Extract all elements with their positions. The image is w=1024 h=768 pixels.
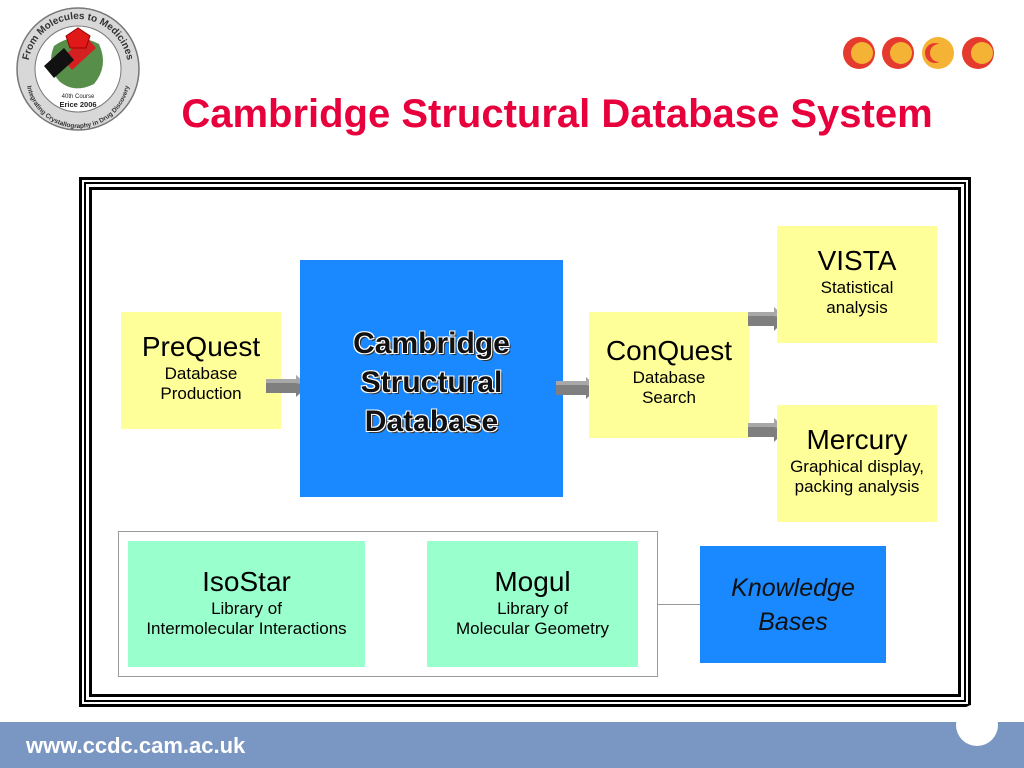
conquest-box: ConQuest Database Search xyxy=(589,312,749,438)
knowledge-bases-box: Knowledge Bases xyxy=(700,546,886,663)
footer-url[interactable]: www.ccdc.cam.ac.uk xyxy=(26,733,246,758)
isostar-desc-line1: Library of xyxy=(211,598,282,618)
csd-line2: Structural xyxy=(360,366,503,399)
gem-shape xyxy=(65,27,91,49)
arrow-right-icon xyxy=(266,375,308,397)
knowledge-bases-line1: Knowledge xyxy=(731,574,855,602)
conquest-name: ConQuest xyxy=(605,335,733,366)
logo-place-text: Erice 2006 xyxy=(59,100,96,109)
isostar-box: IsoStar Library of Intermolecular Intera… xyxy=(128,541,365,667)
ccdc-logo-circles-icon xyxy=(843,37,994,69)
knowledge-bases-connector xyxy=(658,604,700,605)
footer-bar xyxy=(0,722,1024,768)
mogul-name: Mogul xyxy=(494,566,571,597)
vista-box: VISTA Statistical analysis xyxy=(777,226,937,343)
mercury-desc-line2: packing analysis xyxy=(794,476,920,496)
arrow-right-icon xyxy=(556,377,598,399)
conquest-desc-line1: Database xyxy=(632,367,706,387)
prequest-name: PreQuest xyxy=(141,331,261,362)
knowledge-bases-line2: Bases xyxy=(758,607,828,636)
mercury-desc-line1: Graphical display, xyxy=(790,456,924,476)
footer-circle-decoration xyxy=(956,704,998,746)
capsule-shape xyxy=(44,48,74,78)
csd-line1: Cambridge xyxy=(353,327,510,360)
prequest-desc-line2: Production xyxy=(160,383,242,403)
arrow-right-icon xyxy=(748,418,786,442)
prequest-box: PreQuest Database Production xyxy=(121,312,281,429)
mogul-box: Mogul Library of Molecular Geometry xyxy=(427,541,638,667)
prequest-desc-line1: Database xyxy=(164,363,238,383)
mercury-box: Mercury Graphical display, packing analy… xyxy=(777,405,937,522)
csd-line3: Database xyxy=(364,405,499,438)
diagram-frame-inner xyxy=(89,187,961,697)
course-logo: From Molecules to Medicines Integrating … xyxy=(16,7,140,131)
arrow-right-icon xyxy=(748,307,786,331)
mogul-desc-line2: Molecular Geometry xyxy=(455,618,610,638)
vista-name: VISTA xyxy=(817,245,897,276)
diagram-frame-outer xyxy=(79,177,971,707)
mercury-name: Mercury xyxy=(806,424,908,455)
vista-desc-line2: analysis xyxy=(826,297,888,317)
csd-box: Cambridge Structural Database xyxy=(300,260,563,497)
page-title: Cambridge Structural Database System xyxy=(181,92,933,136)
vista-desc-line1: Statistical xyxy=(820,277,894,297)
mogul-desc-line1: Library of xyxy=(497,598,568,618)
logo-course-text: 40th Course xyxy=(62,94,95,100)
conquest-desc-line2: Search xyxy=(642,387,696,407)
isostar-desc-line2: Intermolecular Interactions xyxy=(146,618,347,638)
diagram-frame-middle xyxy=(84,182,966,702)
isostar-name: IsoStar xyxy=(202,566,291,597)
